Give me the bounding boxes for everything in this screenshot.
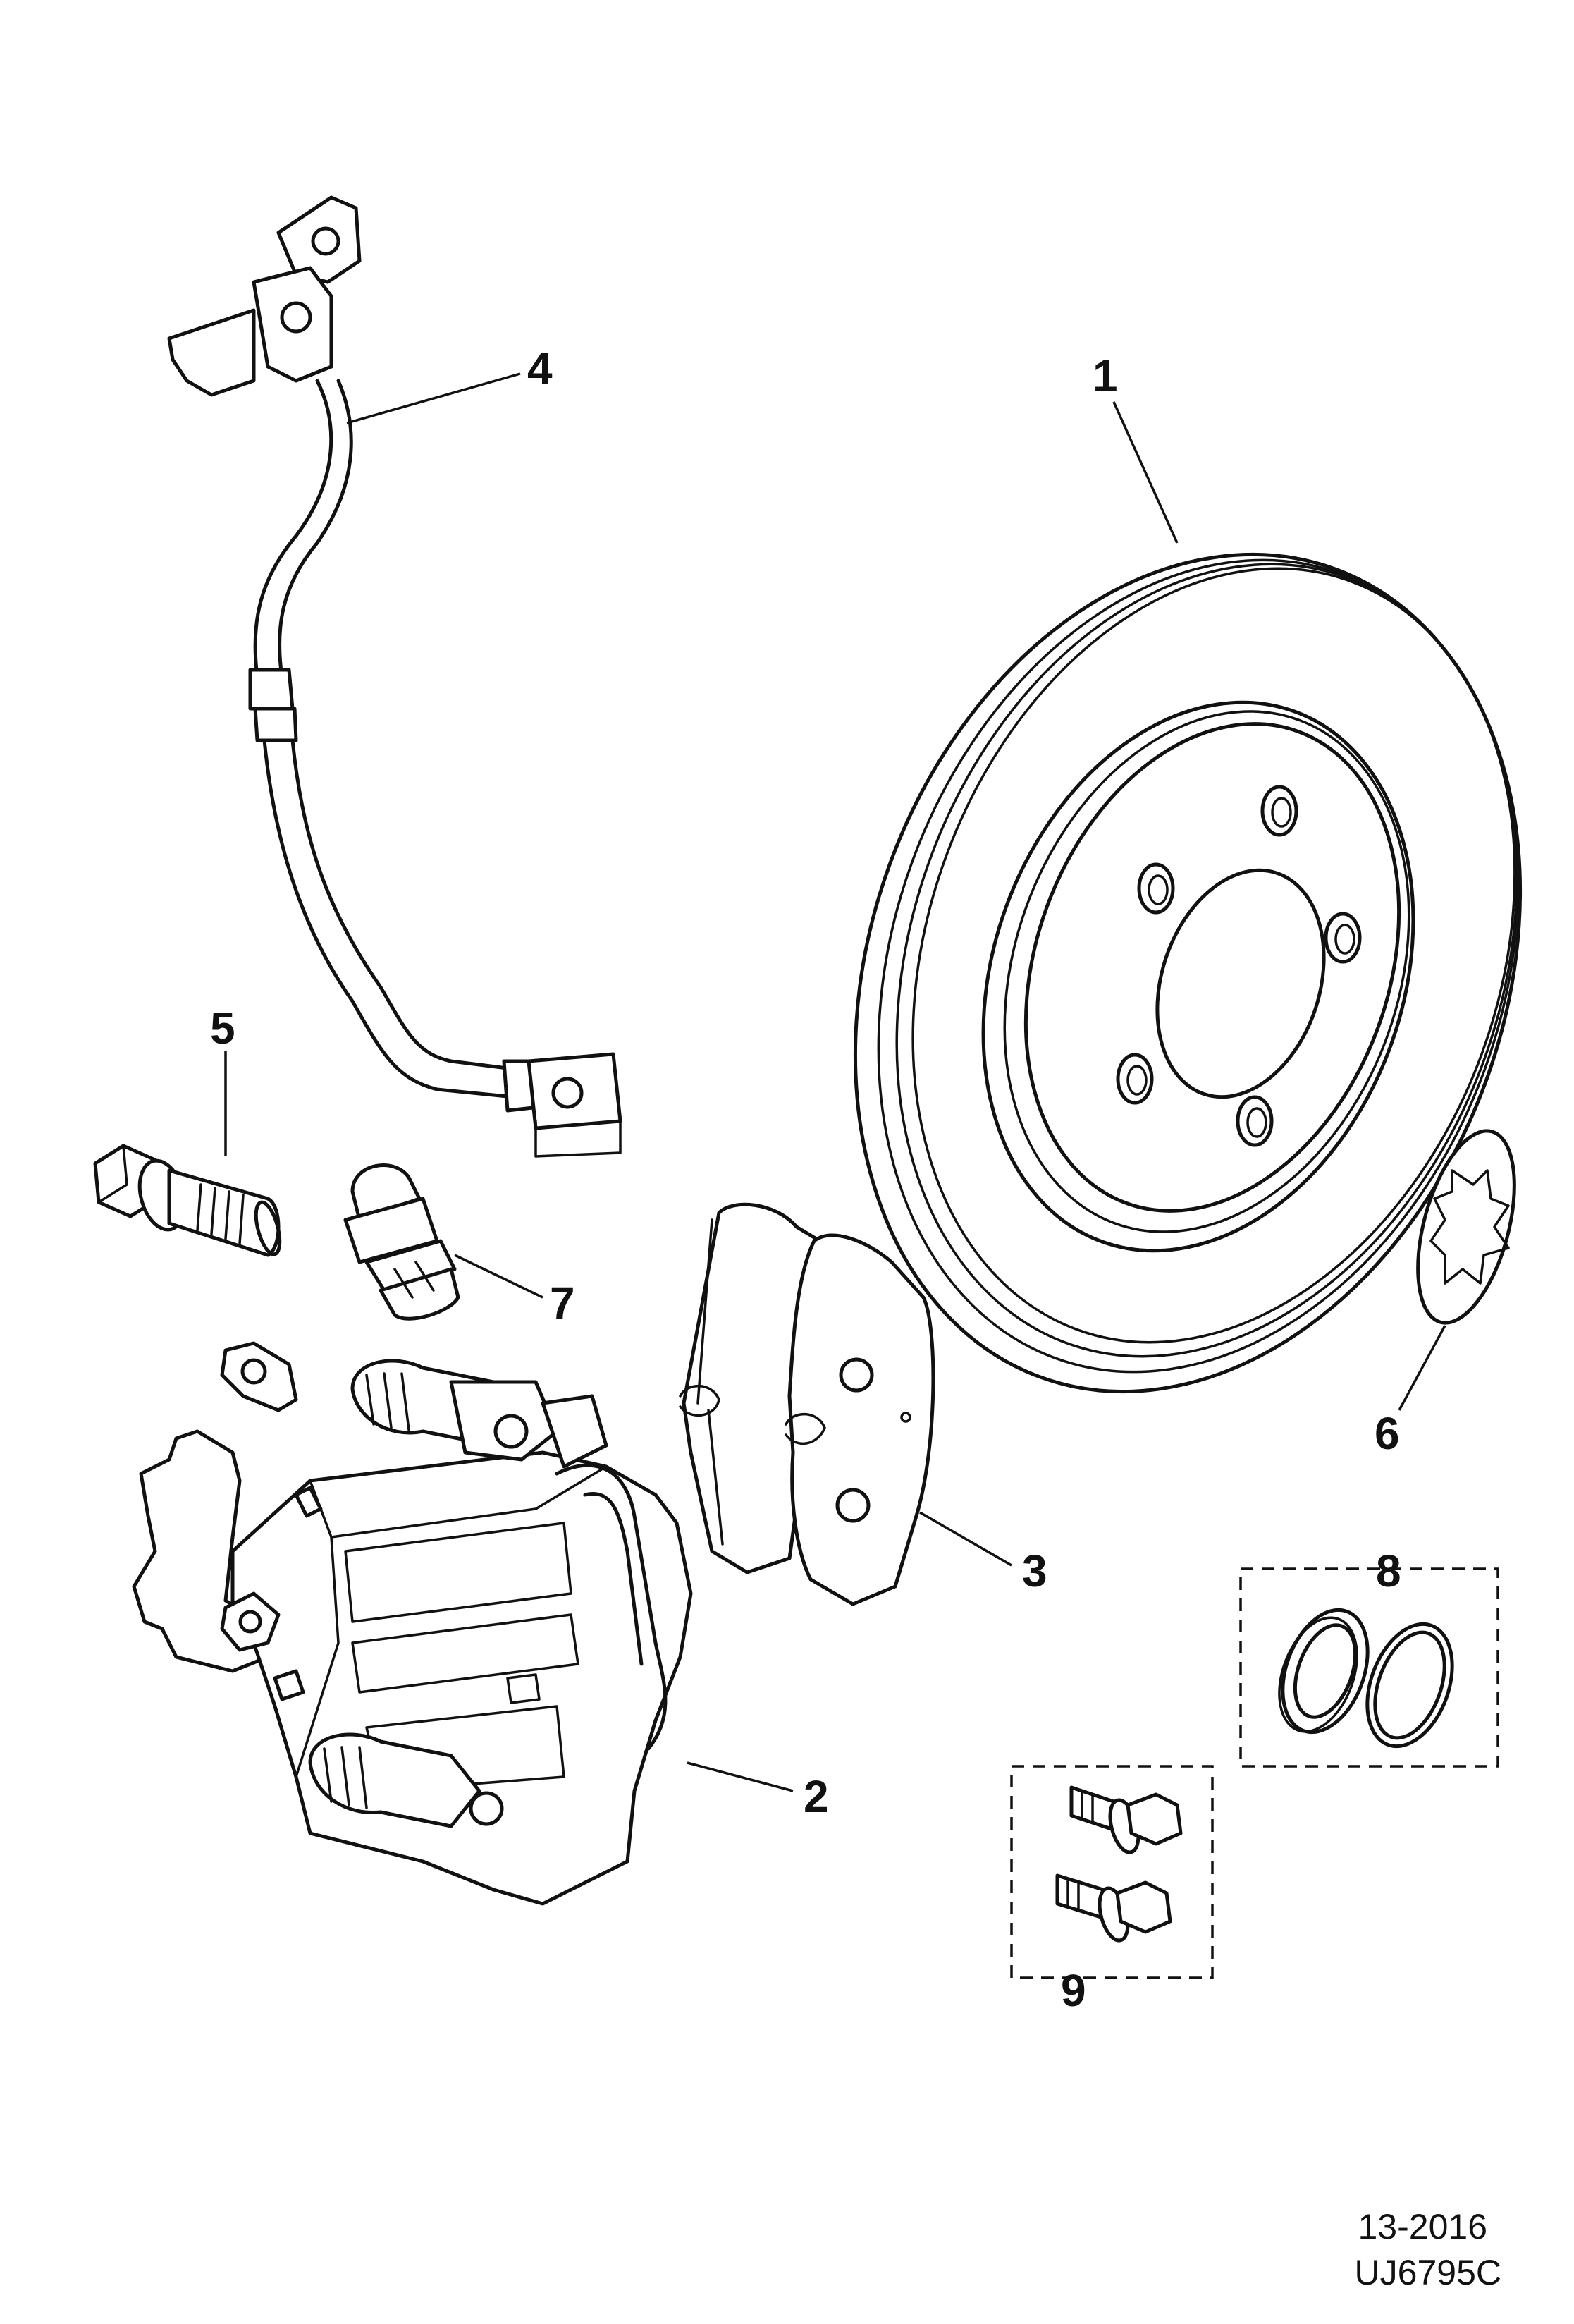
callout-5: 5 bbox=[210, 1003, 235, 1053]
reference-block: 13-2016 UJ6795C bbox=[1355, 2207, 1501, 2292]
leader-lines bbox=[224, 372, 1446, 1792]
callouts: 1 2 3 4 5 6 7 8 9 bbox=[210, 343, 1401, 2016]
brake-caliper-part bbox=[132, 1341, 693, 1906]
retaining-clip-part bbox=[1416, 1129, 1516, 1325]
seal-kit-part bbox=[1239, 1567, 1499, 1768]
brake-hose-part bbox=[167, 195, 622, 1158]
callout-2: 2 bbox=[804, 1771, 829, 1822]
brake-pads-part bbox=[679, 1202, 935, 1606]
disc-stud-holes bbox=[1116, 785, 1362, 1147]
callout-1: 1 bbox=[1093, 350, 1118, 401]
bolt-part bbox=[93, 1144, 282, 1257]
brake-disc-part bbox=[853, 552, 1523, 1394]
callout-9: 9 bbox=[1061, 1965, 1086, 2016]
bleed-screw-part bbox=[343, 1163, 460, 1321]
reference-code: 13-2016 bbox=[1358, 2207, 1488, 2246]
callout-3: 3 bbox=[1022, 1546, 1047, 1596]
callout-4: 4 bbox=[527, 343, 553, 394]
callout-7: 7 bbox=[550, 1278, 575, 1328]
drawing-id: UJ6795C bbox=[1355, 2253, 1501, 2292]
callout-6: 6 bbox=[1375, 1408, 1400, 1459]
callout-8: 8 bbox=[1376, 1546, 1401, 1596]
bolt-kit-part bbox=[1010, 1765, 1214, 1979]
